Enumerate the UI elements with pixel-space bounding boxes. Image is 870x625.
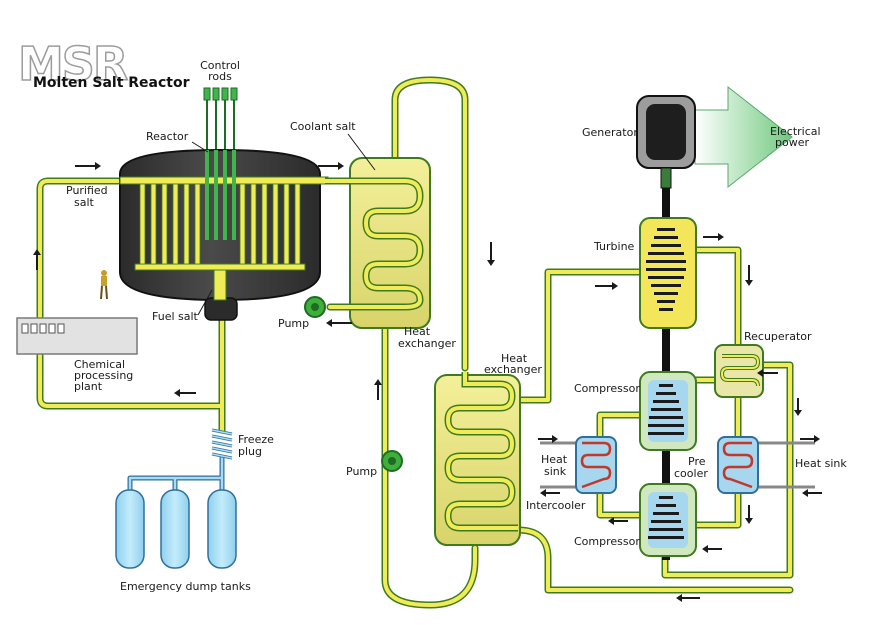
label-purified-salt-2: salt	[74, 196, 95, 209]
label-hx1-b: exchanger	[398, 337, 456, 350]
label-precooler-2: cooler	[674, 467, 708, 480]
label-control-rods-2: rods	[208, 70, 232, 83]
control-rods: Control rods	[200, 59, 240, 150]
label-heat-sink-right: Heat sink	[795, 457, 847, 470]
label-hx2-a: Heat	[501, 352, 528, 365]
label-reactor: Reactor	[146, 130, 189, 143]
msr-logo: MSR Molten Salt Reactor	[17, 36, 190, 92]
pump-icon	[381, 450, 403, 472]
label-chemical-3: plant	[74, 380, 103, 393]
label-compressor-lower: Compressor	[574, 535, 640, 548]
label-emergency-tanks: Emergency dump tanks	[120, 580, 251, 593]
emergency-dump-tanks: Emergency dump tanks	[115, 489, 251, 593]
label-chemical-2: processing	[74, 369, 133, 382]
generator: Generator	[582, 95, 696, 189]
label-recuperator: Recuperator	[744, 330, 812, 343]
label-precooler-1: Pre	[688, 455, 706, 468]
label-generator: Generator	[582, 126, 638, 139]
label-control-rods-1: Control	[200, 59, 240, 72]
reactor-vessel: Reactor	[119, 130, 329, 321]
worker-figure-icon	[100, 270, 108, 300]
label-coolant-salt: Coolant salt	[290, 120, 356, 133]
electrical-power-arrow: Electrical power	[694, 85, 821, 189]
label-pump-lower: Pump	[346, 465, 377, 478]
label-freeze-plug-1: Freeze	[238, 433, 274, 446]
logo-subtitle: Molten Salt Reactor	[33, 75, 190, 91]
precooler: Pre cooler Heat sink	[674, 436, 847, 494]
label-freeze-plug-2: plug	[238, 445, 262, 458]
control-rod-icon	[203, 87, 238, 150]
logo-acronym: MSR	[18, 37, 128, 91]
flow-arrow-icon	[33, 162, 822, 602]
chemical-processing-plant: Chemical processing plant	[16, 317, 138, 393]
label-electrical-2: power	[775, 136, 809, 149]
label-intercooler: Intercooler	[526, 499, 586, 512]
label-heat-sink-left-2: sink	[544, 465, 567, 478]
label-chemical-1: Chemical	[74, 358, 125, 371]
label-turbine: Turbine	[593, 240, 635, 253]
label-fuel-salt: Fuel salt	[152, 310, 199, 323]
freeze-plug-icon	[211, 428, 233, 460]
label-hx1-a: Heat	[404, 325, 431, 338]
intercooler: Heat sink Intercooler	[526, 436, 617, 512]
label-electrical-1: Electrical	[770, 125, 821, 138]
heat-exchanger-secondary: Heat exchanger	[434, 352, 542, 546]
recuperator: Recuperator	[714, 330, 812, 398]
pump-icon	[304, 296, 326, 318]
turbine: Turbine	[593, 217, 697, 329]
label-hx2-b: exchanger	[484, 363, 542, 376]
label-purified-salt-1: Purified	[66, 184, 108, 197]
compressor-upper: Compressor	[574, 371, 697, 451]
label-compressor-upper: Compressor	[574, 382, 640, 395]
heat-exchanger-primary: Heat exchanger	[325, 157, 456, 350]
label-pump-upper: Pump	[278, 317, 309, 330]
label-heat-sink-left-1: Heat	[541, 453, 568, 466]
compressor-lower: Compressor	[574, 483, 697, 557]
